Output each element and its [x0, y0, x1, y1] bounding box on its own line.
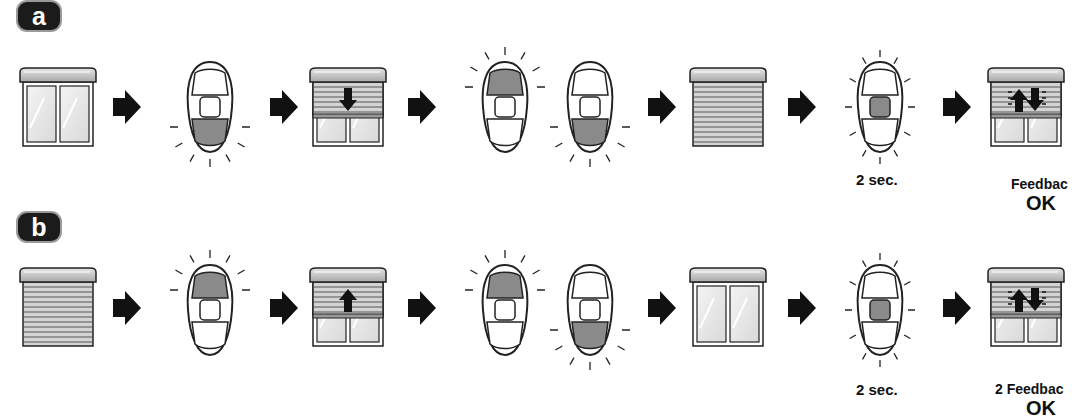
- step-badge: a: [18, 2, 60, 30]
- step-arrow: [943, 90, 971, 124]
- step-arrow: [408, 291, 436, 325]
- step-arrow: [788, 291, 816, 325]
- step-arrow: [648, 90, 676, 124]
- open-window: [690, 268, 766, 346]
- step-arrow: [113, 90, 141, 124]
- step-arrow: [270, 291, 298, 325]
- step-letter: b: [31, 215, 46, 240]
- open-window: [20, 68, 96, 146]
- remote-stop-press: [845, 50, 915, 164]
- remote-up-press: [465, 250, 545, 355]
- feedback-shutter: [988, 68, 1064, 146]
- step-arrow: [270, 90, 298, 124]
- shutter-raising: [310, 268, 386, 346]
- closed-shutter: [20, 268, 96, 346]
- note-label: 2 sec.: [856, 172, 898, 187]
- step-letter: a: [32, 4, 46, 29]
- remote-up-press: [170, 250, 250, 355]
- step-arrow: [648, 291, 676, 325]
- remote-up-press: [465, 47, 545, 152]
- remote-down-press: [550, 265, 630, 370]
- step-arrow: [943, 291, 971, 325]
- closed-shutter: [690, 68, 766, 146]
- step-arrow: [113, 291, 141, 325]
- note-label: OK: [1026, 398, 1056, 418]
- note-label: 2 sec.: [856, 382, 898, 397]
- remote-down-press: [170, 62, 250, 167]
- remote-down-press: [550, 62, 630, 167]
- step-arrow: [788, 90, 816, 124]
- remote-stop-press: [845, 253, 915, 367]
- note-label: Feedbac: [1011, 177, 1068, 191]
- step-arrow: [408, 90, 436, 124]
- step-badge: b: [18, 213, 60, 241]
- note-label: 2 Feedbac: [995, 382, 1063, 396]
- feedback-shutter: [988, 268, 1064, 346]
- note-label: OK: [1026, 193, 1056, 213]
- shutter-lowering: [310, 68, 386, 146]
